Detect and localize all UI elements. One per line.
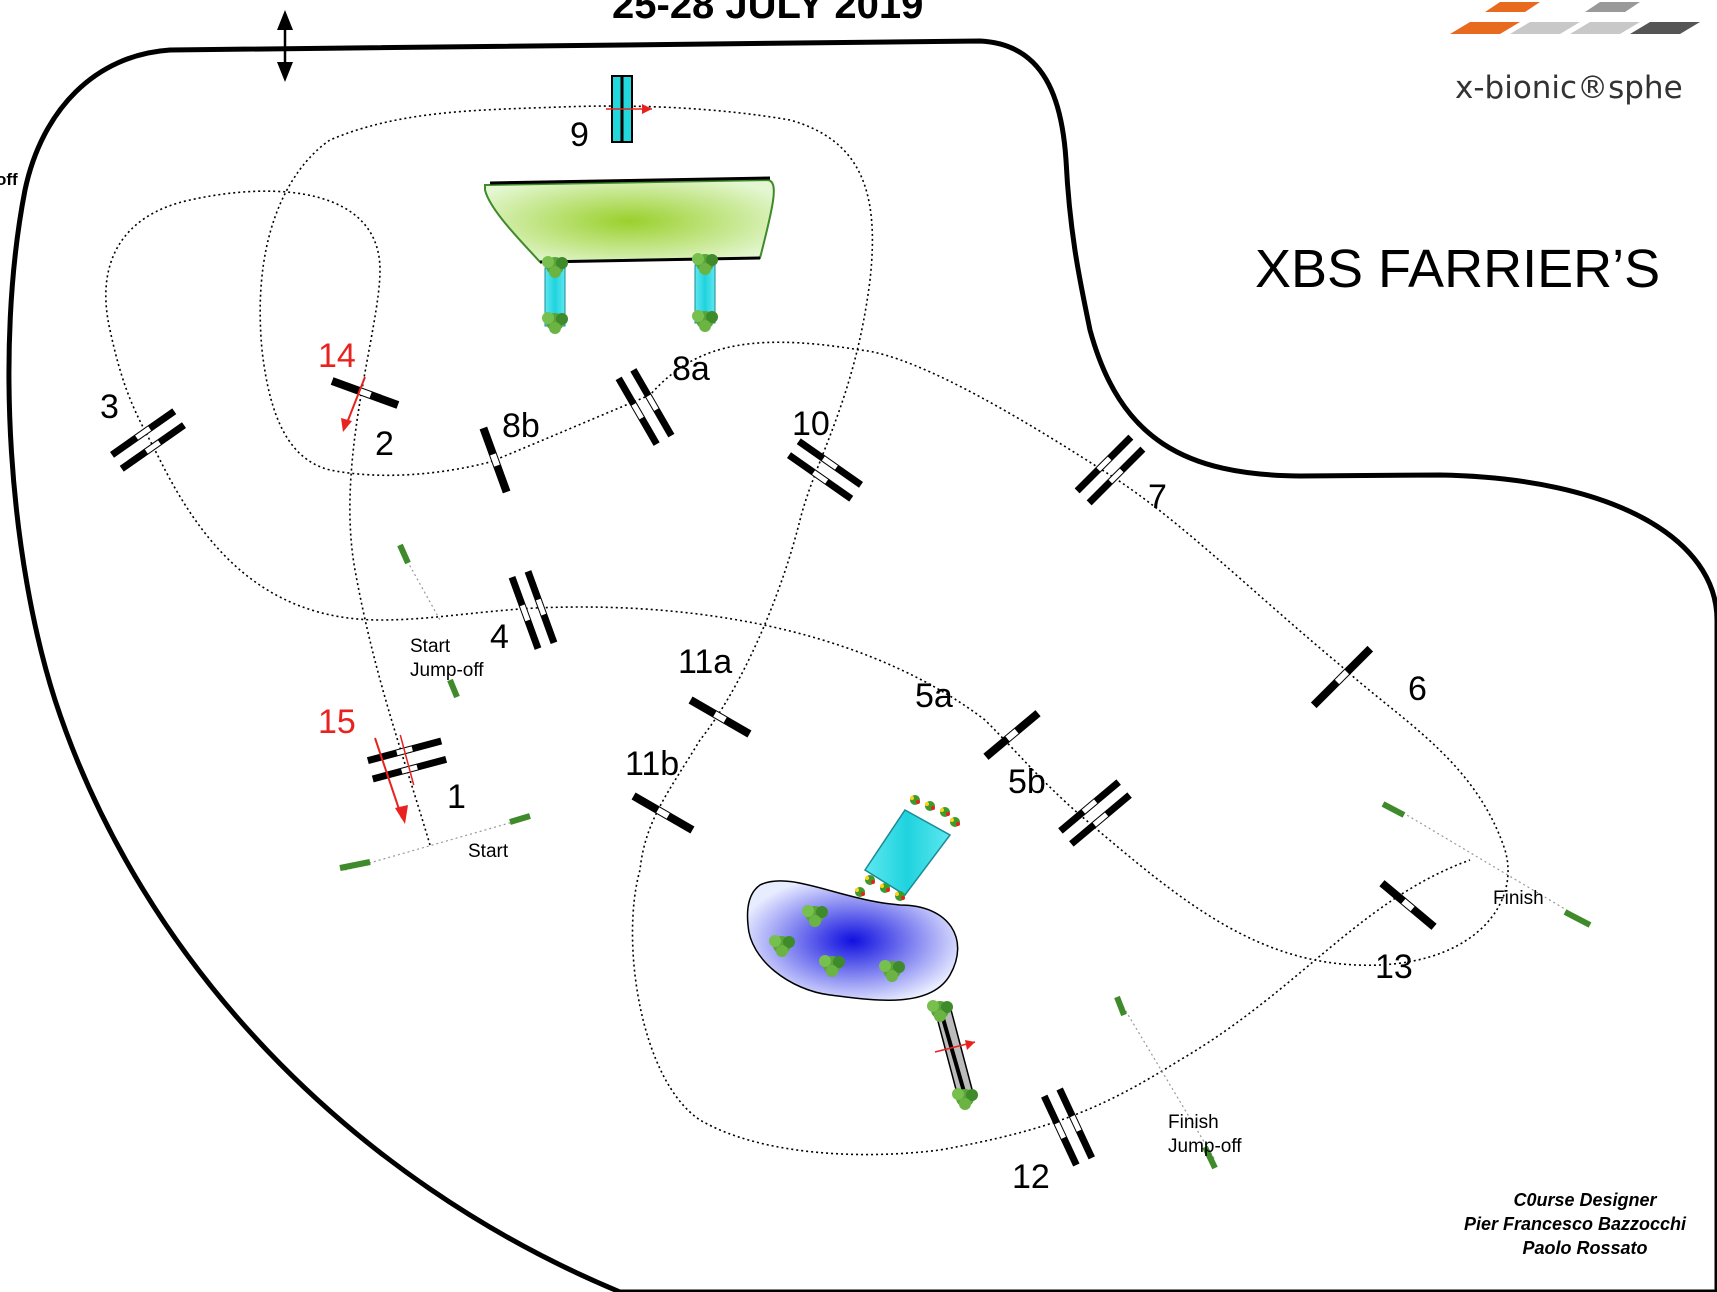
fence-5a xyxy=(983,710,1041,760)
fence-label-8b: 8b xyxy=(502,407,540,445)
fence-2 xyxy=(330,377,400,409)
event-dates: 25-28 JULY 2019 xyxy=(612,0,923,27)
fence-8b xyxy=(479,426,511,494)
fence-label-2: 2 xyxy=(375,425,394,463)
fence-label-13: 13 xyxy=(1375,948,1413,986)
course-title: XBS FARRIER’S xyxy=(1255,239,1660,299)
finish-flags xyxy=(1381,801,1592,928)
x-bionic-logo: x-bionic®sphe xyxy=(1450,2,1700,106)
fence-3 xyxy=(109,408,187,472)
finish-jumpoff-label-2: Jump-off xyxy=(1168,1136,1242,1157)
jumpoff-arrow-15 xyxy=(374,737,408,824)
water-ditch-obstacle xyxy=(855,795,960,901)
fence-label-9: 9 xyxy=(570,116,589,154)
start-jumpoff-label-2: Jump-off xyxy=(410,660,484,681)
fence-label-11a: 11a xyxy=(678,643,732,681)
credit-role: C0urse Designer xyxy=(1513,1190,1657,1210)
fence-9-water xyxy=(606,75,652,143)
start-jumpoff-label-1: Start xyxy=(410,636,451,657)
finish-jumpoff-label-1: Finish xyxy=(1168,1112,1219,1133)
fence-5b xyxy=(1058,779,1132,847)
fence-label-6: 6 xyxy=(1408,670,1427,708)
main-route xyxy=(105,105,1509,1156)
cut-off-label: off xyxy=(0,170,18,189)
fence-8a xyxy=(615,368,675,446)
logo-wordmark: x-bionic®sphe xyxy=(1455,70,1683,106)
start-jumpoff-flags xyxy=(397,543,460,699)
fence-label-14: 14 xyxy=(318,337,356,375)
fence-label-5b: 5b xyxy=(1008,763,1046,801)
fence-6 xyxy=(1310,645,1374,709)
fence-11b xyxy=(631,792,695,834)
fence-label-3: 3 xyxy=(100,388,119,426)
fence-11a xyxy=(688,696,752,738)
finish-jumpoff-flags xyxy=(1114,995,1218,1170)
start-flags xyxy=(339,813,531,871)
arena-boundary xyxy=(6,38,1717,1292)
fence-label-11b: 11b xyxy=(625,745,679,783)
fence-13 xyxy=(1379,880,1437,930)
fence-label-1: 1 xyxy=(447,778,466,816)
finish-label: Finish xyxy=(1493,888,1544,909)
fence-10 xyxy=(786,438,864,502)
fence-12 xyxy=(1041,1087,1095,1167)
fence-label-4: 4 xyxy=(490,618,509,656)
credit-designer-2: Paolo Rossato xyxy=(1522,1238,1647,1258)
fence-1 xyxy=(366,734,448,786)
fence-label-8a: 8a xyxy=(672,350,710,388)
fence-label-7: 7 xyxy=(1148,478,1167,516)
start-label: Start xyxy=(468,841,509,862)
credit-designer-1: Pier Francesco Bazzocchi xyxy=(1464,1214,1687,1234)
bank-obstacle xyxy=(484,176,775,334)
fence-label-12: 12 xyxy=(1012,1158,1050,1196)
fence-4 xyxy=(508,570,558,650)
plank-obstacle xyxy=(927,1000,978,1110)
entrance-arrow-icon xyxy=(277,10,293,82)
fence-label-15: 15 xyxy=(318,703,356,741)
fence-label-10: 10 xyxy=(792,405,830,443)
pond xyxy=(746,880,959,1001)
fence-7 xyxy=(1074,434,1146,506)
fence-label-5a: 5a xyxy=(915,677,953,715)
jumpoff-arrow-14 xyxy=(341,376,366,432)
